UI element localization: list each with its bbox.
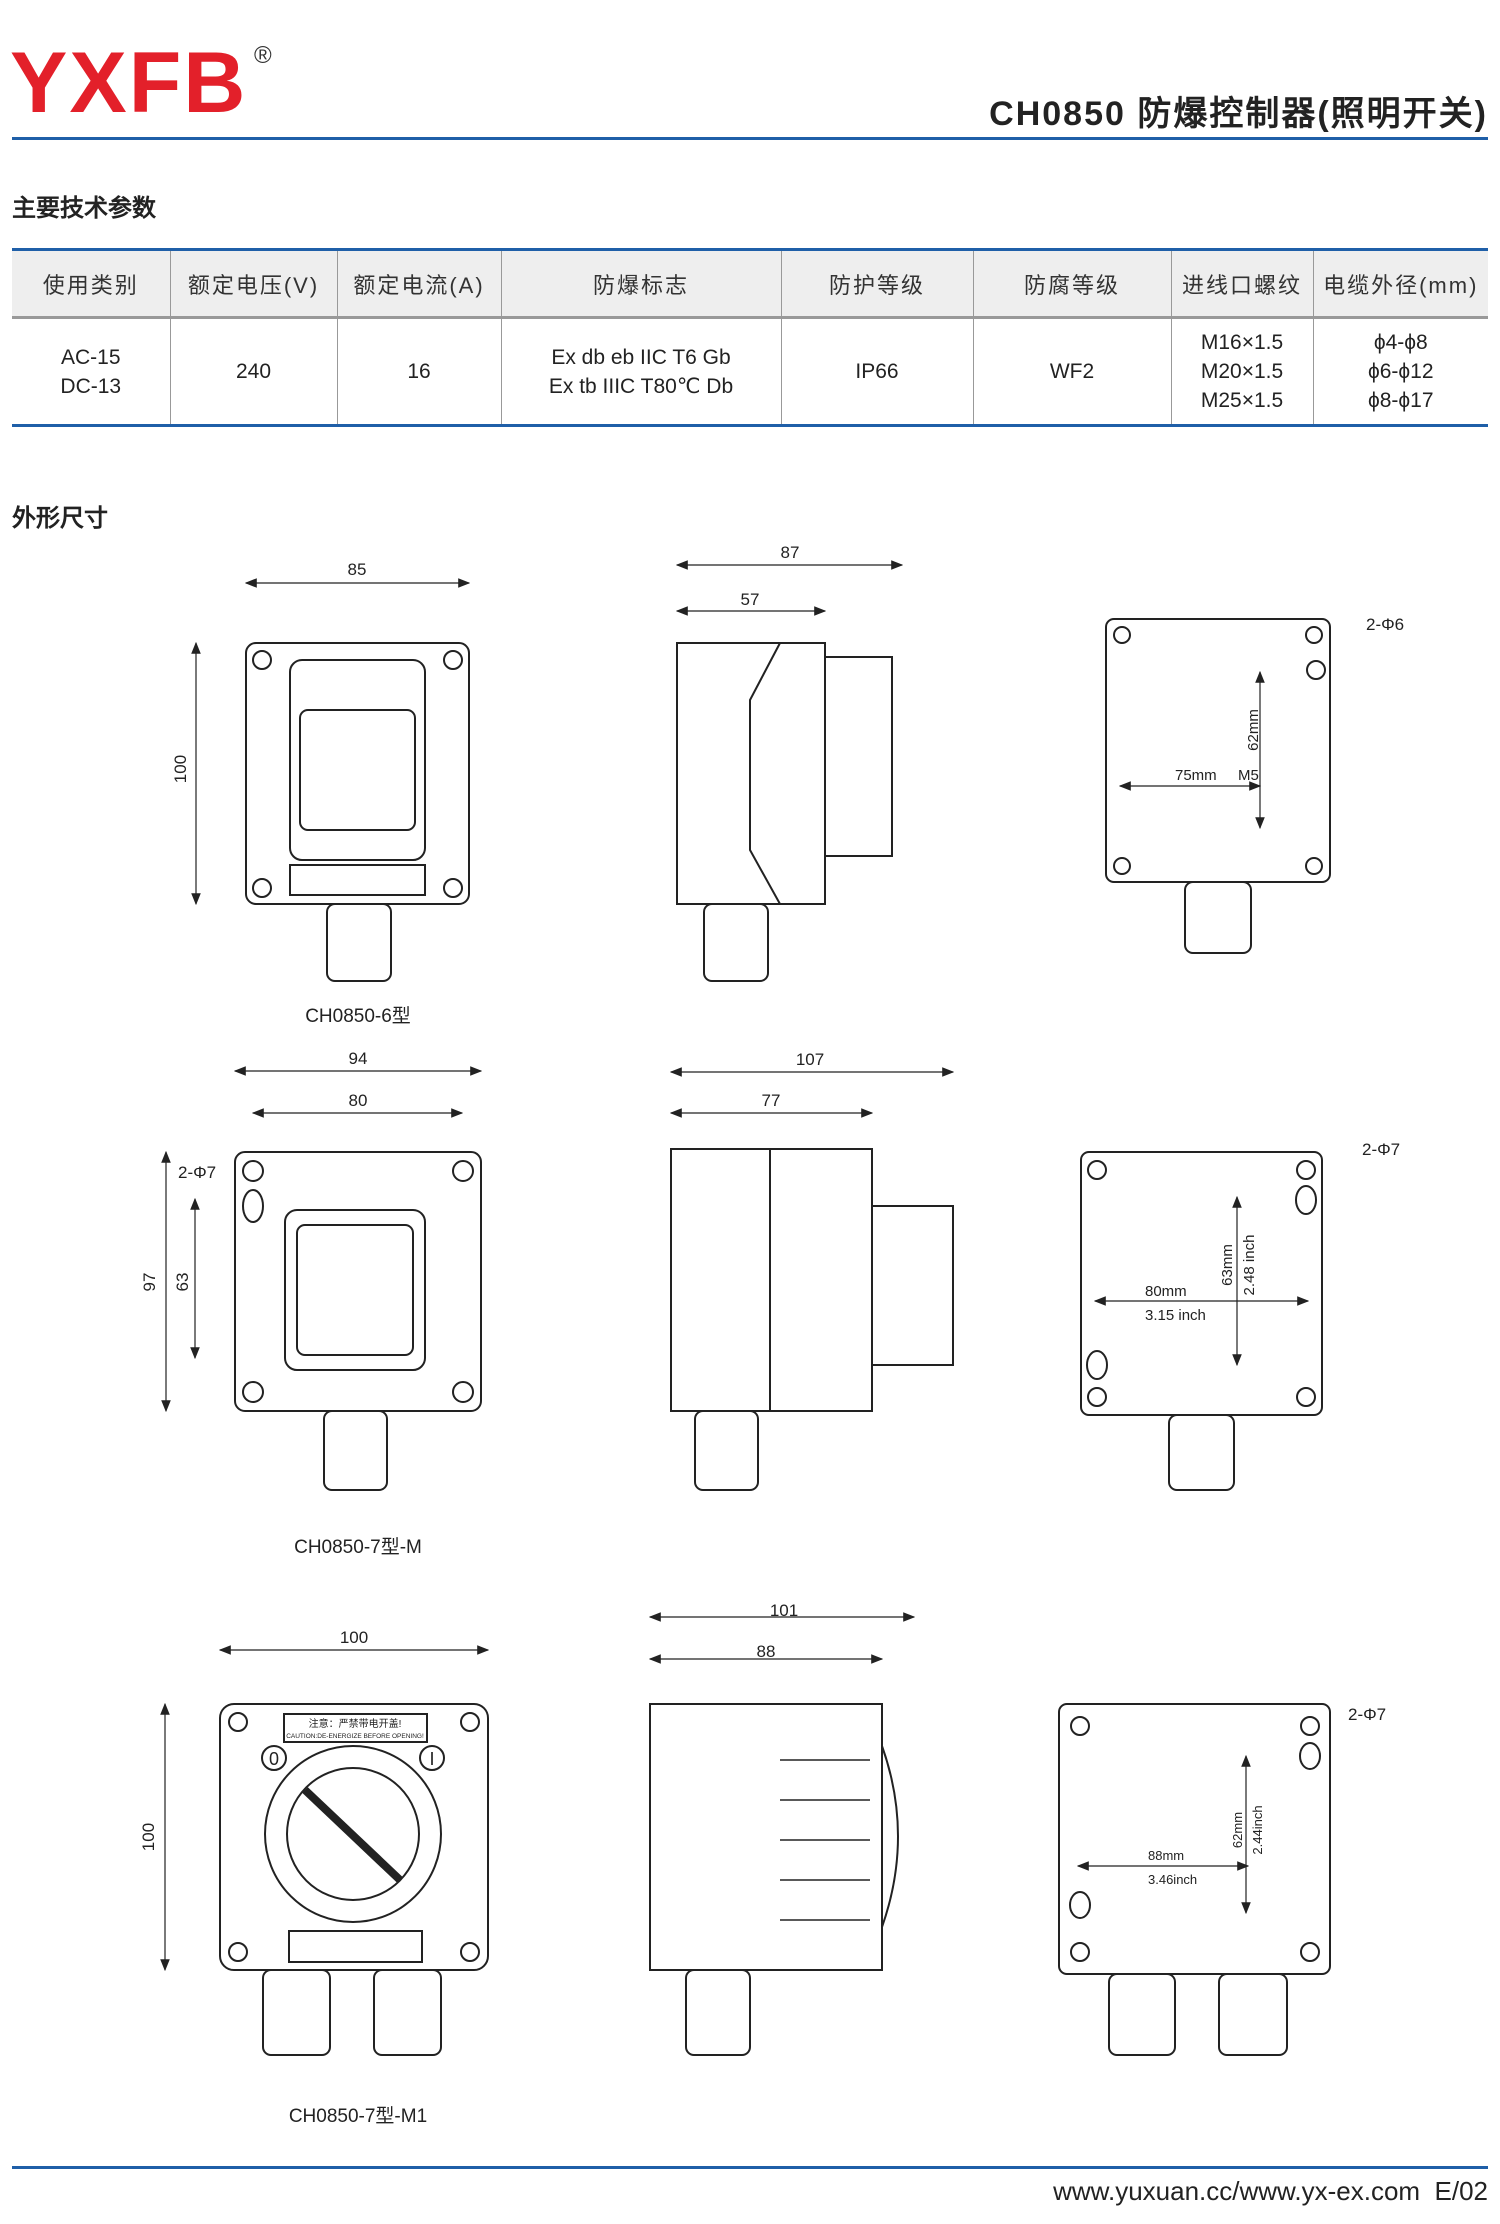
- col-header: 使用类别: [12, 249, 171, 319]
- spec-table: 使用类别 额定电压(V) 额定电流(A) 防爆标志 防护等级 防腐等级 进线口螺…: [12, 248, 1488, 427]
- dim-label: 100: [139, 1823, 158, 1851]
- registered-mark: ®: [254, 42, 272, 69]
- cell-ex-marking: Ex db eb IIC T6 Gb Ex tb IIIC T80℃ Db: [501, 317, 782, 426]
- dim-label: 80mm: [1145, 1283, 1187, 1300]
- dim-label: 62mm: [1230, 1812, 1245, 1848]
- col-header: 防爆标志: [501, 249, 782, 319]
- drawing-7m-back: [1080, 1151, 1323, 1491]
- dim-label: 57: [741, 590, 760, 609]
- cell-line: ϕ4-ϕ8: [1373, 331, 1428, 354]
- switch-on-mark: I: [429, 1749, 434, 1769]
- cell-anticorrosion: WF2: [973, 317, 1172, 426]
- cell-line: Ex tb IIIC T80℃ Db: [548, 374, 734, 398]
- dim-label: 63mm: [1219, 1244, 1236, 1286]
- page-title: CH0850 防爆控制器(照明开关): [989, 95, 1488, 133]
- col-header: 额定电流(A): [337, 249, 502, 319]
- dim-label: 87: [781, 543, 800, 562]
- drawing-7m-side: [670, 1148, 954, 1491]
- cell-line: DC-13: [60, 374, 122, 398]
- dim-label: 107: [796, 1050, 824, 1069]
- dim-label: 62mm: [1245, 709, 1262, 751]
- col-header: 电缆外径(mm): [1313, 249, 1488, 319]
- drawing-6-back: [1105, 618, 1331, 954]
- drawing-7m1-back: [1058, 1703, 1331, 2056]
- section-specs-title: 主要技术参数: [12, 195, 156, 222]
- table-header-row: 使用类别 额定电压(V) 额定电流(A) 防爆标志 防护等级 防腐等级 进线口螺…: [12, 249, 1488, 319]
- footer-text: www.yuxuan.cc/www.yx-ex.com E/02: [1053, 2176, 1488, 2206]
- cell-ip: IP66: [781, 317, 974, 426]
- cell-line: ϕ6-ϕ12: [1367, 360, 1434, 383]
- cell-line: Ex db eb IIC T6 Gb: [551, 345, 731, 369]
- dim-label: 100: [340, 1628, 368, 1647]
- dim-label: 77: [762, 1091, 781, 1110]
- drawing-7m-front: [234, 1151, 482, 1491]
- dim-label: 88: [757, 1642, 776, 1661]
- dim-label: 2.44inch: [1250, 1805, 1265, 1854]
- dim-label: 101: [770, 1601, 798, 1620]
- dim-label: 75mm: [1175, 767, 1217, 784]
- dim-label: 3.46inch: [1148, 1872, 1197, 1887]
- cell-current: 16: [337, 317, 502, 426]
- drawing-caption: CH0850-6型: [305, 1005, 411, 1027]
- col-header: 进线口螺纹: [1171, 249, 1314, 319]
- drawing-caption: CH0850-7型-M: [294, 1536, 422, 1558]
- dim-label: 3.15 inch: [1145, 1307, 1206, 1324]
- drawing-caption: CH0850-7型-M1: [289, 2105, 427, 2127]
- drawing-6-front: [245, 642, 470, 982]
- dim-label: 88mm: [1148, 1848, 1184, 1863]
- brand-logo: YXFB: [10, 35, 248, 131]
- caution-label-cn: 注意：严禁带电开盖!: [309, 1717, 402, 1730]
- cell-line: M16×1.5: [1200, 331, 1284, 354]
- drawing-7m1-side: [649, 1703, 899, 2056]
- dim-label: 80: [349, 1091, 368, 1110]
- cell-cable: ϕ4-ϕ8 ϕ6-ϕ12 ϕ8-ϕ17: [1313, 318, 1488, 426]
- dim-label: 100: [171, 755, 190, 783]
- header-divider: [12, 137, 1488, 140]
- dim-label: 2-Φ7: [1362, 1140, 1400, 1159]
- drawing-6-side: [676, 642, 893, 982]
- dim-label: 2-Φ7: [178, 1163, 216, 1182]
- drawing-7m1-front: [219, 1703, 489, 2056]
- col-header: 防护等级: [781, 249, 974, 319]
- col-header: 防腐等级: [973, 249, 1172, 319]
- cell-line: M25×1.5: [1200, 389, 1284, 412]
- cell-voltage: 240: [170, 317, 338, 426]
- dim-label: 63: [173, 1273, 192, 1292]
- section-dimensions-title: 外形尺寸: [12, 505, 108, 532]
- cell-line: ϕ8-ϕ17: [1367, 389, 1434, 412]
- dim-label: 94: [349, 1049, 368, 1068]
- dim-label: 97: [140, 1273, 159, 1292]
- footer-divider: [12, 2166, 1488, 2169]
- dim-label: 2.48 inch: [1241, 1235, 1258, 1296]
- caution-label-en: CAUTION:DE-ENERGIZE BEFORE OPENING!: [286, 1733, 424, 1740]
- dim-label: 2-Φ6: [1366, 615, 1404, 634]
- dim-label: M5: [1238, 767, 1259, 784]
- col-header: 额定电压(V): [170, 249, 338, 319]
- switch-off-mark: 0: [269, 1749, 279, 1769]
- cell-line: AC-15: [60, 345, 121, 369]
- dim-label: 2-Φ7: [1348, 1705, 1386, 1724]
- cell-line: M20×1.5: [1200, 360, 1284, 383]
- dim-label: 85: [348, 560, 367, 579]
